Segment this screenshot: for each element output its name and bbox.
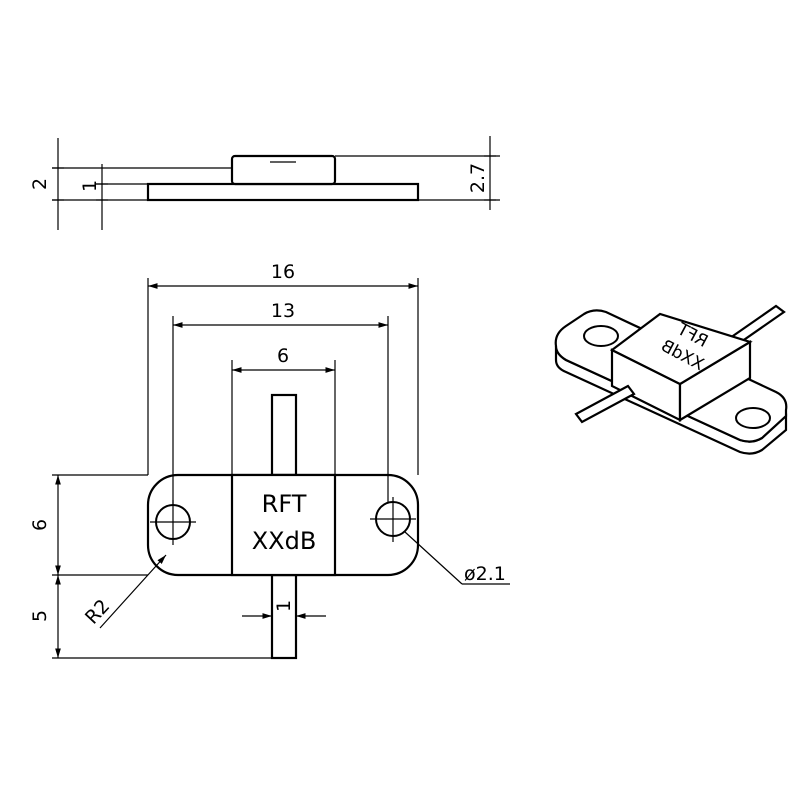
resistor-body [230,473,337,577]
iso-lead-front [574,384,636,424]
leader-radius [99,554,167,629]
side-flange [146,182,420,202]
dim-radius: R2 [81,595,114,629]
marking-line2: XXdB [252,527,317,555]
dim-lead-length: 5 [29,610,51,622]
dim-flange-depth: 6 [29,519,51,531]
dim-hole-spacing: 13 [271,300,295,322]
dim-flange-height: 2 [29,178,51,190]
lead-bottom [270,573,298,660]
marking-line1: RFT [262,490,307,518]
top-view: RFT XXdB 16 13 6 6 5 [29,261,510,660]
iso-hole-left [583,325,619,347]
dim-lead-width: 1 [273,600,295,612]
isometric-view: RFT XXdB [554,304,788,455]
lead-top [270,393,298,477]
dim-hole-diameter: ø2.1 [464,563,506,585]
iso-body-top [609,312,753,386]
iso-hole-right [735,407,771,429]
side-cap [230,154,337,186]
leader-hole-diameter [404,531,463,585]
dim-total-height: 2.7 [467,163,489,193]
dim-body-width: 6 [277,345,289,367]
dim-flange-thickness: 1 [79,180,101,192]
side-view: 2 1 2.7 [29,136,500,230]
dim-overall-width: 16 [271,261,295,283]
